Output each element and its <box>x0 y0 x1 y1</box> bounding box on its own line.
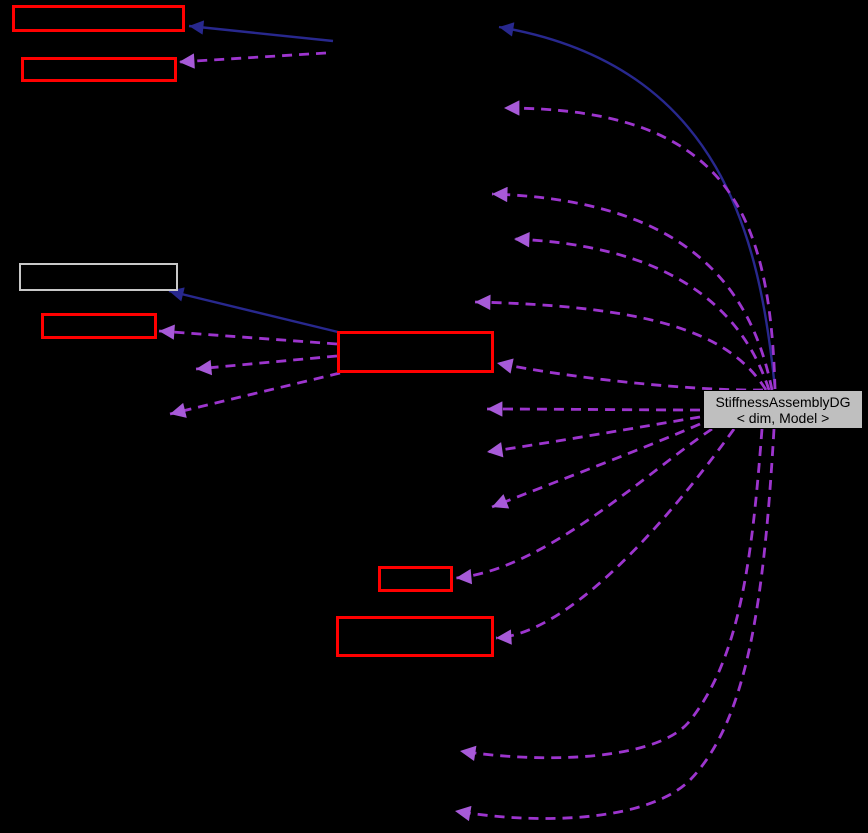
usage-edge-main-to-bigbox <box>495 428 736 645</box>
inheritance-edge-from-main <box>498 22 777 390</box>
inheritance-edge-centerbox-to-graybox <box>168 287 339 334</box>
usage-edge-main-7 <box>491 422 701 509</box>
usage-edge-main-5 <box>486 401 701 417</box>
usage-edge-main-4 <box>474 294 768 391</box>
usage-edge-main-1 <box>503 100 777 390</box>
main-node-label-line2: < dim, Model > <box>736 409 830 426</box>
inheritance-edge-to-top-box <box>188 20 334 43</box>
node-stiffness-assembly-dg: StiffnessAssemblyDG < dim, Model > <box>703 390 863 429</box>
usage-edge-main-6 <box>486 415 701 458</box>
node-big-red[interactable] <box>336 616 494 657</box>
node-small-red[interactable] <box>378 566 453 592</box>
usage-edge-main-to-smallbox <box>455 427 713 585</box>
node-top-red-1[interactable] <box>12 5 185 32</box>
node-gray-border <box>19 263 178 291</box>
usage-edge-main-to-centerbox <box>496 358 764 392</box>
usage-edge-main-8 <box>459 428 764 761</box>
usage-edge-main-2 <box>491 186 774 391</box>
usage-edge-to-top-box-2 <box>178 51 327 69</box>
main-node-label-line1: StiffnessAssemblyDG <box>715 393 851 410</box>
node-left-red[interactable] <box>41 313 157 339</box>
usage-edge-centerbox-1 <box>158 324 338 346</box>
node-top-red-2[interactable] <box>21 57 177 82</box>
usage-edge-main-3 <box>513 231 771 391</box>
usage-edge-centerbox-2 <box>195 354 338 376</box>
node-center-red[interactable] <box>337 331 494 373</box>
usage-edge-main-9 <box>454 428 776 822</box>
usage-edge-centerbox-3 <box>169 371 341 418</box>
